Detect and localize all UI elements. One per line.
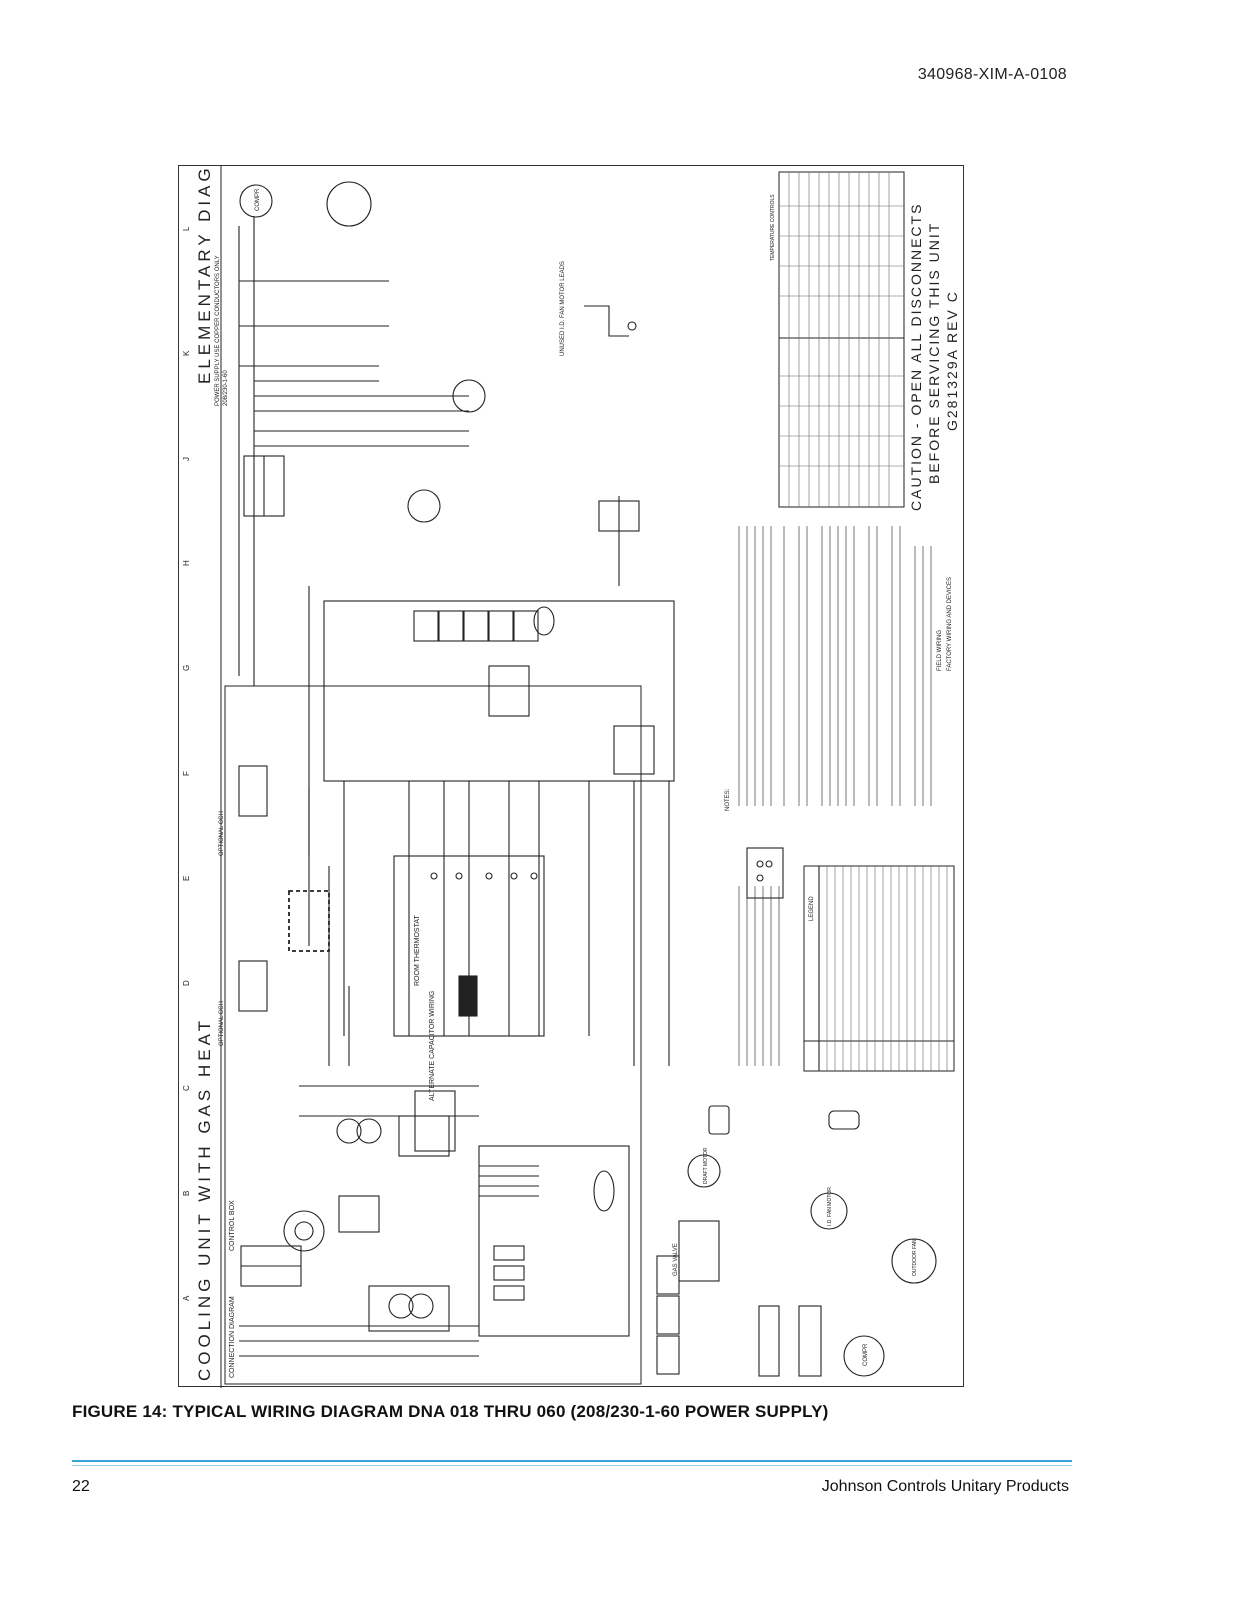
- drawing-number: G281329A REV C: [944, 290, 960, 431]
- legend-label: LEGEND: [809, 896, 815, 921]
- control-box-label: CONTROL BOX: [229, 1200, 236, 1251]
- outdoor-fan-label: OUTDOOR FAN: [912, 1239, 918, 1276]
- grid-letter: E: [182, 876, 191, 881]
- footer-rule: [72, 1460, 1072, 1462]
- room-thermostat-label: ROOM THERMOSTAT: [414, 915, 421, 987]
- footer-company: Johnson Controls Unitary Products: [821, 1478, 1069, 1495]
- grid-letter: C: [182, 1085, 191, 1091]
- factory-wiring-label: FACTORY WIRING AND DEVICES: [947, 577, 953, 671]
- caution-text-2: BEFORE SERVICING THIS UNIT: [926, 222, 942, 484]
- document-number: 340968-XIM-A-0108: [917, 66, 1067, 83]
- title-cooling-unit: COOLING UNIT WITH GAS HEAT: [195, 1017, 214, 1381]
- power-supply-note: POWER SUPPLY USE COPPER CONDUCTORS ONLY: [215, 255, 221, 406]
- optional-cch-label-1: OPTIONAL CCH: [219, 811, 225, 856]
- grid-letters: A B C D E F G H J K L: [182, 226, 191, 1301]
- unused-leads-label: UNUSED I.D. FAN MOTOR LEADS: [560, 261, 566, 356]
- grid-letter: L: [182, 226, 191, 231]
- alternate-capacitor-label: ALTERNATE CAPACITOR WIRING: [429, 991, 436, 1101]
- optional-cch-label-2: OPTIONAL CCH: [219, 1001, 225, 1046]
- gas-valve-label: GAS VALVE: [673, 1243, 679, 1276]
- compr-label-lower: COMPR: [863, 1343, 869, 1366]
- grid-letter: G: [182, 665, 191, 671]
- draft-motor-label: DRAFT MOTOR: [703, 1147, 709, 1184]
- notes-label: NOTES:: [725, 788, 731, 811]
- grid-letter: D: [182, 980, 191, 986]
- caution-text-1: CAUTION - OPEN ALL DISCONNECTS: [908, 203, 924, 511]
- compr-label-upper: COMPR: [255, 188, 261, 211]
- grid-letter: K: [182, 350, 191, 356]
- grid-letter: B: [182, 1191, 191, 1196]
- field-wiring-label: FIELD WIRING: [937, 630, 943, 671]
- title-elementary-diagram: ELEMENTARY DIAGRAM: [195, 166, 214, 384]
- grid-letter: J: [182, 457, 191, 461]
- wiring-diagram: A B C D E F G H J K L COOLING UNIT WITH …: [178, 165, 964, 1388]
- power-rating: 208/230-1-60: [223, 370, 229, 406]
- connection-diagram-label: CONNECTION DIAGRAM: [229, 1296, 236, 1378]
- id-fan-motor-label: I.D. FAN MOTOR: [827, 1187, 833, 1226]
- grid-letter: H: [182, 560, 191, 566]
- grid-letter: F: [182, 771, 191, 776]
- footer-rule-thin: [72, 1465, 1072, 1466]
- page-number: 22: [72, 1478, 90, 1495]
- wiring-diagram-drawing: A B C D E F G H J K L COOLING UNIT WITH …: [182, 166, 960, 1388]
- figure-caption: FIGURE 14: TYPICAL WIRING DIAGRAM DNA 01…: [72, 1402, 829, 1421]
- grid-letter: A: [182, 1295, 191, 1301]
- temp-controls-label: TEMPERATURE CONTROLS: [770, 194, 776, 261]
